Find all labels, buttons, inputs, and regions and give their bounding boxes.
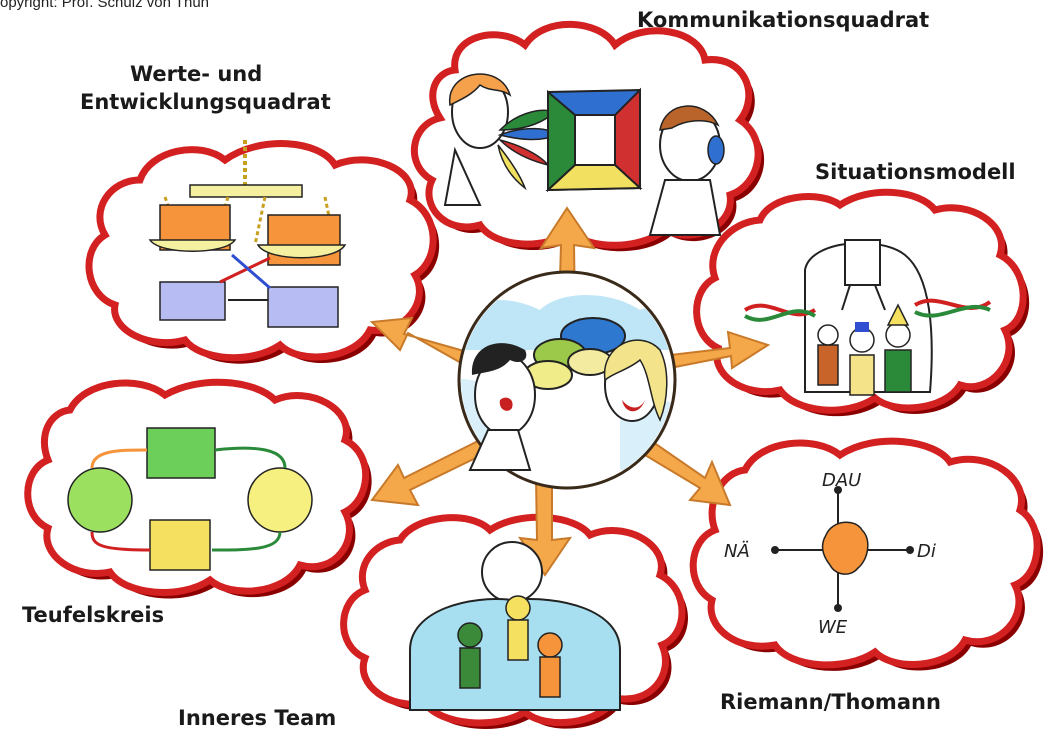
label-situationsmodell: Situationsmodell xyxy=(815,160,1016,184)
label-riemann: Riemann/Thomann xyxy=(720,690,941,714)
riemann-label-bottom: WE xyxy=(818,617,848,638)
label-inneres-team: Inneres Team xyxy=(178,706,337,730)
label-kommunikationsquadrat: Kommunikationsquadrat xyxy=(637,8,930,32)
cloud-teufelskreis xyxy=(24,378,372,599)
teufelskreis-illustration xyxy=(67,427,313,571)
person-icon xyxy=(603,339,668,422)
flipchart-icon xyxy=(841,239,886,311)
inneres-team-illustration xyxy=(409,541,621,711)
arrow-lower-left xyxy=(370,438,490,507)
riemann-axes: DAU NÄ Di WE xyxy=(724,470,936,638)
balance-scale-icon xyxy=(148,140,347,328)
person-icon xyxy=(505,595,531,661)
situationsmodell-illustration xyxy=(743,239,992,396)
kommunikation-illustration xyxy=(443,73,725,236)
riemann-label-left: NÄ xyxy=(724,541,750,562)
person-icon xyxy=(537,632,563,698)
label-werte-line2: Entwicklungsquadrat xyxy=(80,90,331,114)
speech-bubble-icon xyxy=(523,317,626,390)
center-circle xyxy=(457,270,677,490)
arrows xyxy=(369,206,771,577)
label-werte-line1: Werte- und xyxy=(130,62,263,86)
riemann-label-top: DAU xyxy=(822,470,861,491)
riemann-label-right: Di xyxy=(917,541,936,562)
arrow-lower-right xyxy=(638,438,732,507)
copyright-text: opyright: Prof. Schulz von Thun xyxy=(0,0,210,11)
person-icon xyxy=(457,622,483,689)
label-teufelskreis: Teufelskreis xyxy=(22,603,165,627)
person-icon xyxy=(468,343,536,471)
